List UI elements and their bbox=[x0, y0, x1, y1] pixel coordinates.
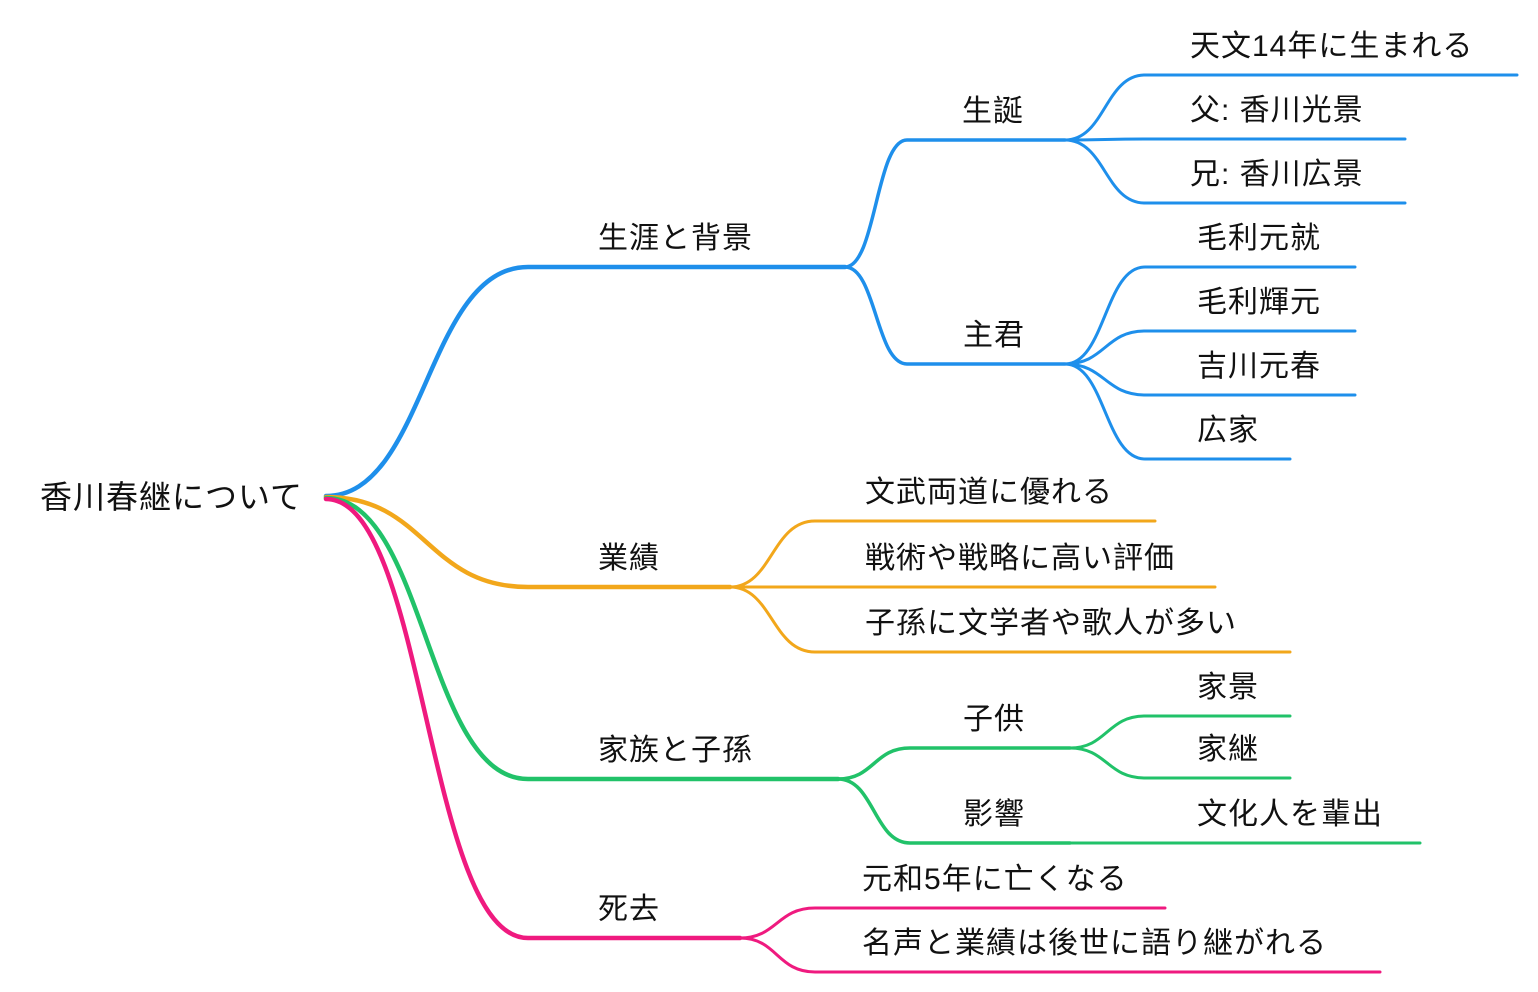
node-tactics-high-praise[interactable]: 戦術や戦略に高い評価 bbox=[865, 542, 1175, 575]
node-ietsugu[interactable]: 家継 bbox=[1197, 733, 1259, 766]
link-family-to-children bbox=[836, 746, 1072, 781]
link-life-to-lords bbox=[843, 265, 1067, 366]
node-kikkawa-motoharu[interactable]: 吉川元春 bbox=[1197, 350, 1321, 383]
link-family-to-influence bbox=[836, 777, 1072, 845]
node-descendants-writers-poets[interactable]: 子孫に文学者や歌人が多い bbox=[865, 607, 1237, 640]
node-death[interactable]: 死去 bbox=[598, 893, 660, 926]
link-root-to-achievements bbox=[323, 494, 733, 590]
link-root-to-death bbox=[323, 496, 743, 941]
node-mori-motonari[interactable]: 毛利元就 bbox=[1197, 222, 1321, 255]
node-family-and-descendants[interactable]: 家族と子孫 bbox=[598, 734, 753, 767]
link-root-to-life bbox=[323, 264, 848, 499]
node-mori-terumoto[interactable]: 毛利輝元 bbox=[1197, 286, 1321, 319]
node-hiroie[interactable]: 広家 bbox=[1197, 414, 1259, 447]
node-lords[interactable]: 主君 bbox=[963, 319, 1025, 352]
link-root-to-family bbox=[323, 495, 841, 782]
node-father-mitsukage[interactable]: 父: 香川光景 bbox=[1190, 94, 1364, 127]
node-excels-literary-military[interactable]: 文武両道に優れる bbox=[865, 476, 1113, 509]
node-iekage[interactable]: 家景 bbox=[1197, 671, 1259, 704]
node-achievements[interactable]: 業績 bbox=[598, 542, 660, 575]
link-life-to-birth bbox=[843, 138, 1067, 269]
node-brother-hirokage[interactable]: 兄: 香川広景 bbox=[1190, 158, 1364, 191]
node-life-and-background[interactable]: 生涯と背景 bbox=[598, 222, 753, 255]
node-died-genna5[interactable]: 元和5年に亡くなる bbox=[862, 863, 1128, 896]
node-birth[interactable]: 生誕 bbox=[962, 95, 1024, 128]
node-children[interactable]: 子供 bbox=[963, 703, 1025, 736]
node-legacy-passed-down[interactable]: 名声と業績は後世に語り継がれる bbox=[862, 927, 1327, 960]
node-root[interactable]: 香川春継について bbox=[40, 479, 304, 515]
node-cultural-figures[interactable]: 文化人を輩出 bbox=[1197, 798, 1383, 831]
link-birth-to-father bbox=[1063, 137, 1407, 142]
node-influence[interactable]: 影響 bbox=[963, 798, 1025, 831]
node-born-tenbun14[interactable]: 天文14年に生まれる bbox=[1190, 30, 1474, 63]
